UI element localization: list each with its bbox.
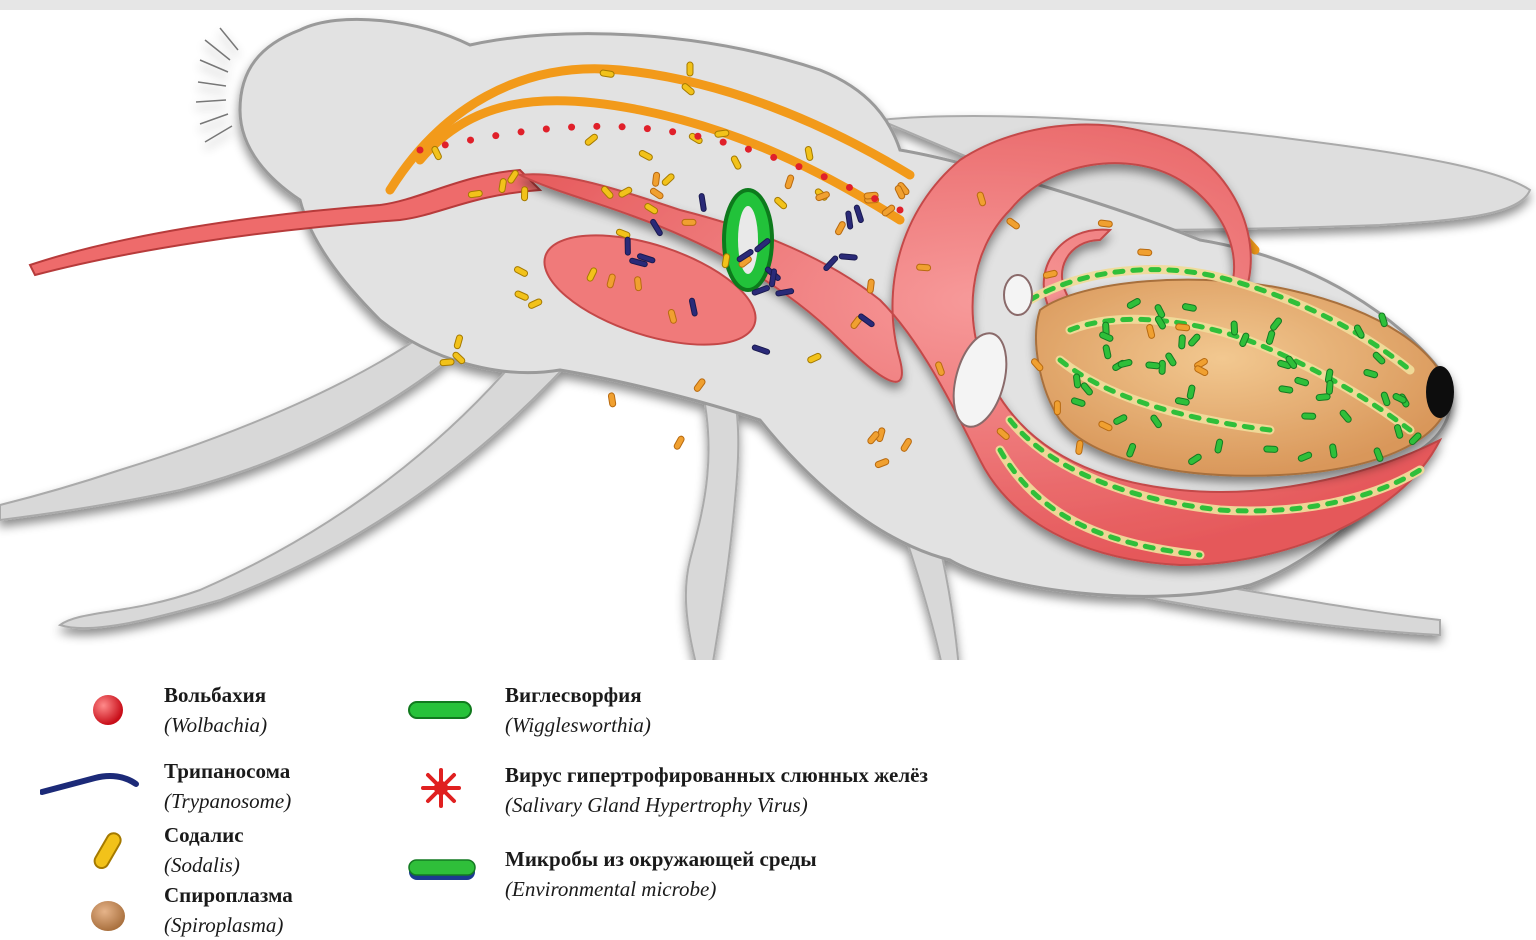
microbe <box>897 207 904 214</box>
microbe <box>1098 220 1113 228</box>
microbe <box>468 190 483 198</box>
head-bristles <box>196 28 238 142</box>
microbe <box>644 125 651 132</box>
microbe <box>593 123 600 130</box>
microbe <box>492 132 499 139</box>
uterus <box>1036 280 1454 476</box>
red-sphere-icon <box>88 688 128 728</box>
microbe <box>518 128 525 135</box>
microbe <box>652 172 660 187</box>
legend-item-trypanosome: Трипаносома (Trypanosome) <box>40 756 400 820</box>
microbe <box>625 237 630 255</box>
legend: Вольбахия (Wolbachia) Трипаносома (Trypa… <box>0 660 1536 939</box>
microbe <box>916 264 930 271</box>
microbe <box>745 146 752 153</box>
microbe <box>1075 440 1083 455</box>
legend-name: Вирус гипертрофированных слюнных желёз <box>505 760 928 790</box>
microbe <box>440 359 454 366</box>
tan-disc-icon <box>88 898 128 934</box>
microbe <box>682 219 696 225</box>
microbe <box>1138 249 1152 256</box>
microbe <box>715 130 730 138</box>
microbe <box>543 126 550 133</box>
legend-name: Спироплазма <box>164 880 293 910</box>
microbe <box>687 62 693 76</box>
tsetse-fly-diagram <box>0 0 1536 660</box>
microbe <box>821 173 828 180</box>
microbe <box>867 279 875 294</box>
microbe <box>634 276 641 291</box>
green-blue-rod-icon <box>405 854 479 884</box>
top-border <box>0 0 1536 10</box>
microbe <box>442 141 449 148</box>
legend-item-sghv: Вирус гипертрофированных слюнных желёз (… <box>405 760 1065 824</box>
legend-latin: (Spiroplasma) <box>164 910 293 940</box>
green-rod-icon <box>405 694 475 724</box>
legend-latin: (Salivary Gland Hypertrophy Virus) <box>505 790 928 820</box>
legend-latin: (Wolbachia) <box>164 710 267 740</box>
microbe <box>608 393 616 408</box>
legend-latin: (Wigglesworthia) <box>505 710 651 740</box>
legend-latin: (Environmental microbe) <box>505 874 817 904</box>
microbe <box>694 133 701 140</box>
legend-name: Виглесворфия <box>505 680 651 710</box>
microbe <box>669 128 676 135</box>
microbe <box>795 163 802 170</box>
microbe <box>1175 324 1190 331</box>
microbe <box>720 139 727 146</box>
microbe <box>521 187 527 201</box>
legend-latin: (Sodalis) <box>164 850 244 880</box>
microbe <box>568 124 575 131</box>
microbe <box>619 123 626 130</box>
legend-item-wolbachia: Вольбахия (Wolbachia) <box>80 680 400 744</box>
legend-name: Микробы из окружающей среды <box>505 844 817 874</box>
red-star-virus-icon <box>419 766 463 810</box>
legend-name: Трипаносома <box>164 756 291 786</box>
legend-item-sodalis: Содалис (Sodalis) <box>80 820 400 884</box>
microbe <box>1302 413 1316 419</box>
legend-name: Содалис <box>164 820 244 850</box>
wavy-worm-icon <box>40 764 140 804</box>
microbe <box>770 154 777 161</box>
microbe <box>846 184 853 191</box>
legend-latin: (Trypanosome) <box>164 786 291 816</box>
microbe <box>839 254 857 261</box>
microbe <box>417 147 424 154</box>
legend-item-wigglesworthia: Виглесворфия (Wigglesworthia) <box>405 680 765 744</box>
legend-name: Вольбахия <box>164 680 267 710</box>
microbe <box>1179 335 1186 349</box>
microbe <box>673 435 685 450</box>
microbe <box>1264 446 1278 453</box>
microbe <box>1073 374 1081 389</box>
legend-item-spiroplasma: Спироплазма (Spiroplasma) <box>80 880 400 940</box>
microbe <box>1146 362 1161 369</box>
yellow-capsule-icon <box>88 828 128 876</box>
microbe <box>1231 321 1238 335</box>
microbe <box>467 137 474 144</box>
microbe <box>1054 401 1060 415</box>
microbe <box>871 195 878 202</box>
microbe <box>1326 380 1333 394</box>
legend-item-environmental: Микробы из окружающей среды (Environment… <box>405 844 1065 908</box>
